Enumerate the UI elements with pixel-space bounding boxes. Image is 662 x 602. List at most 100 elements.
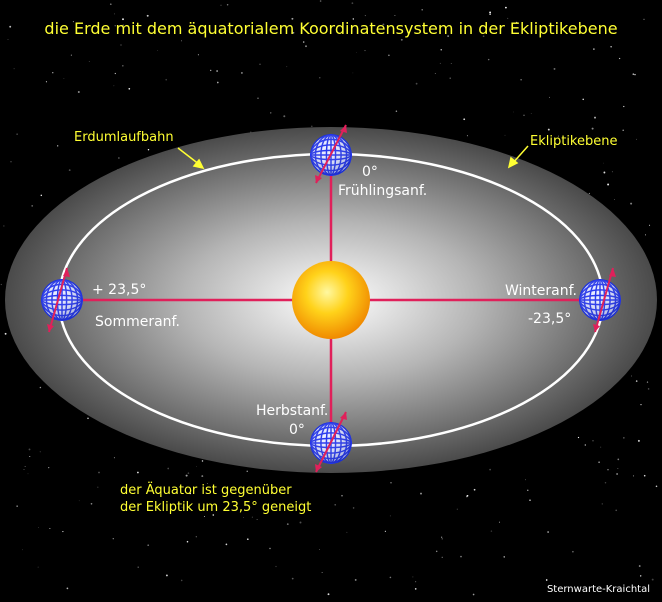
star — [529, 499, 531, 502]
star — [120, 44, 122, 46]
star — [137, 566, 139, 568]
star — [52, 72, 54, 74]
star — [439, 62, 441, 64]
star — [57, 145, 59, 147]
star — [66, 587, 69, 590]
earth-top — [310, 124, 352, 184]
star — [598, 461, 600, 464]
bottom-season-label: Herbstanf. — [256, 403, 328, 419]
star — [482, 35, 485, 38]
star — [197, 54, 199, 56]
star — [601, 503, 603, 505]
star — [447, 35, 449, 37]
star — [384, 530, 386, 532]
star — [189, 492, 192, 495]
star — [122, 24, 124, 26]
star — [636, 138, 637, 140]
star — [319, 549, 320, 551]
star — [515, 21, 518, 24]
star — [646, 381, 649, 383]
page-title: die Erde mit dem äquatorialem Koordinate… — [44, 19, 617, 38]
star — [226, 4, 229, 6]
star — [113, 85, 115, 87]
star — [640, 403, 642, 406]
star — [651, 578, 654, 581]
plane-pointer-head — [507, 156, 519, 169]
star — [114, 72, 116, 75]
star — [622, 129, 624, 131]
star — [39, 451, 41, 453]
star — [460, 555, 462, 558]
star — [364, 15, 366, 17]
star — [240, 71, 243, 74]
star — [525, 479, 526, 481]
star — [649, 224, 651, 226]
star — [600, 446, 602, 448]
star — [206, 483, 208, 485]
star — [38, 527, 39, 528]
star — [147, 544, 150, 547]
star — [557, 135, 559, 137]
star — [635, 380, 638, 382]
star — [602, 162, 604, 164]
star — [412, 576, 414, 578]
star — [643, 474, 646, 477]
star — [395, 110, 398, 112]
star — [645, 234, 646, 236]
star — [23, 469, 25, 470]
star — [414, 588, 417, 590]
orbit-pointer-head — [192, 158, 205, 170]
star — [632, 73, 635, 75]
note-line-2: der Ekliptik um 23,5° geneigt — [120, 500, 311, 515]
star — [615, 509, 618, 512]
star — [187, 472, 190, 474]
star — [498, 521, 501, 523]
star — [269, 547, 271, 550]
star — [128, 87, 131, 90]
star — [503, 556, 505, 558]
star — [112, 538, 114, 540]
star — [603, 171, 606, 174]
star — [341, 494, 343, 497]
star — [584, 444, 586, 446]
star — [334, 503, 337, 506]
star — [109, 3, 112, 6]
star — [617, 458, 620, 461]
star — [257, 97, 259, 99]
star — [216, 70, 218, 72]
star — [489, 11, 492, 14]
star — [655, 485, 658, 488]
note-line-1: der Äquator ist gegenüber — [120, 482, 292, 498]
star — [212, 514, 215, 516]
star — [165, 78, 167, 81]
star — [441, 556, 443, 558]
star — [251, 516, 253, 518]
star — [122, 18, 124, 21]
star — [466, 494, 469, 497]
star — [487, 58, 490, 61]
star — [352, 72, 354, 74]
star — [394, 14, 396, 17]
star — [286, 523, 289, 525]
star — [220, 4, 222, 6]
star — [489, 468, 491, 471]
star — [352, 18, 354, 20]
star — [185, 474, 188, 477]
star — [87, 417, 89, 420]
star — [28, 448, 31, 451]
star — [354, 578, 357, 581]
star — [634, 73, 636, 76]
right-angle-label: -23,5° — [528, 311, 571, 327]
star — [246, 470, 248, 472]
star — [246, 538, 249, 541]
credit-label: Sternwarte-Kraichtal — [547, 584, 650, 595]
star — [364, 50, 366, 52]
star — [286, 66, 288, 68]
star — [415, 581, 417, 583]
star — [16, 133, 18, 135]
star — [4, 332, 7, 335]
star — [24, 466, 26, 467]
star — [554, 588, 555, 590]
star — [68, 169, 71, 171]
star — [302, 41, 305, 43]
